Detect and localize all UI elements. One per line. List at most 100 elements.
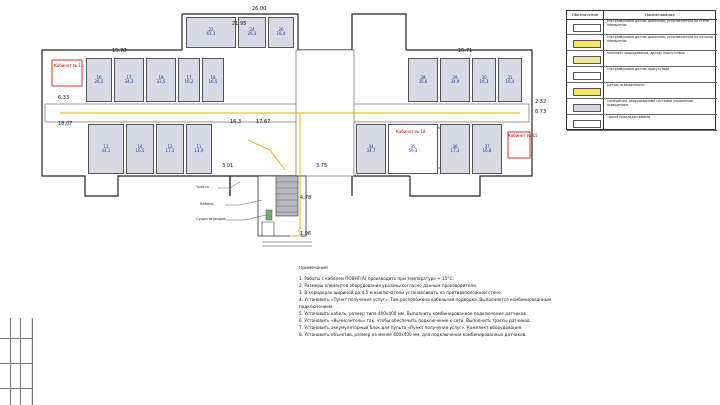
- legend-header-name: Наименование: [603, 11, 717, 20]
- legend-swatch: [573, 40, 601, 48]
- title-block-cell: [0, 363, 32, 364]
- drawing-notes: Примечания 1. Работы с кабелем ПОВНГ(А) …: [299, 266, 567, 405]
- callout-note: Существующее: [196, 217, 226, 221]
- dimension-label: 26.00: [252, 6, 267, 12]
- room-35: [388, 124, 438, 174]
- dimension-label: 16.3: [230, 119, 242, 125]
- room-28: [408, 58, 438, 102]
- note-line: 6. Установить «Вычислитель» так, чтобы о…: [299, 318, 531, 323]
- legend-text: Помещения, оборудованные системой управл…: [607, 100, 693, 107]
- legend-swatch: [573, 24, 601, 32]
- note-line: 4. Установить «Пункт получения услуг». Т…: [299, 297, 552, 309]
- legend-swatch: [573, 120, 601, 128]
- red-room-label: Кабинет № 18: [396, 129, 426, 134]
- legend-swatch: [573, 88, 601, 96]
- legend-swatch: [573, 56, 601, 64]
- red-room-label: Кабинет № 11: [54, 63, 84, 68]
- room-29: [440, 58, 470, 102]
- room-13: [88, 124, 124, 174]
- callout-note: Трасса: [196, 185, 209, 189]
- room-18b: [202, 58, 224, 102]
- room-22: [186, 17, 236, 48]
- room-17: [114, 58, 144, 102]
- room-34: [356, 124, 386, 174]
- legend-text: Трасса прокладки кабеля: [607, 116, 651, 119]
- room-14: [126, 124, 154, 174]
- dimension-label: 4.78: [300, 195, 312, 201]
- room-11: [186, 124, 212, 174]
- dimension-label: 3.01: [222, 163, 234, 169]
- dimension-label: 18.07: [58, 121, 73, 127]
- note-line: 1. Работы с кабелем ПОВНГ(А) производить…: [299, 276, 454, 281]
- room-30: [472, 58, 496, 102]
- room-36: [440, 124, 470, 174]
- legend-row: Помещения, оборудованные системой управл…: [567, 99, 717, 115]
- room-17b: [178, 58, 200, 102]
- dimension-label: 15.78: [112, 48, 127, 54]
- legend-row: Ультразвуковой датчик движения, установл…: [567, 19, 717, 35]
- legend-text: Комплект оборудования, датчик присутстви…: [607, 52, 685, 55]
- dimension-label: 21.95: [232, 21, 247, 27]
- dimension-label: 3.75: [316, 163, 328, 169]
- legend-row: Ультразвуковой датчик движения, установл…: [567, 35, 717, 51]
- callout-note: Кабель: [200, 202, 214, 206]
- note-line: 3. В коридорах шириной до 4,5 м выключат…: [299, 290, 502, 295]
- dimension-label: 2.32: [535, 99, 547, 105]
- title-block-cell: [0, 388, 32, 389]
- title-block-strip: [0, 318, 33, 405]
- stair-block: [257, 175, 312, 247]
- leader-lines: [218, 181, 267, 221]
- note-line: 2. Размеры элементов оборудования указан…: [299, 283, 477, 288]
- dimension-label: 17.67: [256, 119, 271, 125]
- legend-text: Ультразвуковой датчик присутствия: [607, 68, 669, 71]
- legend-row: Трасса прокладки кабеля: [567, 115, 717, 131]
- notes-title: Примечания: [299, 266, 328, 271]
- dimension-label: 6.33: [58, 95, 70, 101]
- legend-text: Ультразвуковой датчик движения, установл…: [607, 20, 709, 27]
- dimension-label: 6.73: [535, 109, 547, 115]
- dimension-label: 1.96: [300, 231, 312, 237]
- room-16: [86, 58, 112, 102]
- legend-row: Ультразвуковой датчик присутствия: [567, 67, 717, 83]
- legend-row: Комплект оборудования, датчик присутстви…: [567, 51, 717, 67]
- room-12: [156, 124, 184, 174]
- legend-row: Датчик освещённости: [567, 83, 717, 99]
- note-line: 8. Установить объектив, размер не менее …: [299, 332, 527, 337]
- room-24: [238, 17, 266, 48]
- legend-text: Ультразвуковой датчик движения, установл…: [607, 36, 713, 43]
- room-31: [498, 58, 522, 102]
- room-26: [268, 17, 294, 48]
- legend-table: Обозначение Наименование Ультразвуковой …: [566, 10, 717, 131]
- dimension-label: 15.71: [458, 48, 473, 54]
- legend-text: Датчик освещённости: [607, 84, 645, 87]
- title-block-cell: [0, 338, 32, 339]
- red-room-label: Кабинет № 15: [508, 133, 538, 138]
- room-18: [146, 58, 176, 102]
- legend-header-symbol: Обозначение: [567, 11, 604, 20]
- note-line: 5. Установить кабель, размер типа 400х40…: [299, 311, 528, 316]
- note-line: 7. Установить аккумуляторный блок для пу…: [299, 325, 523, 330]
- legend-swatch: [573, 72, 601, 80]
- legend-swatch: [573, 104, 601, 112]
- room-37: [472, 124, 502, 174]
- cable-route: [60, 112, 520, 237]
